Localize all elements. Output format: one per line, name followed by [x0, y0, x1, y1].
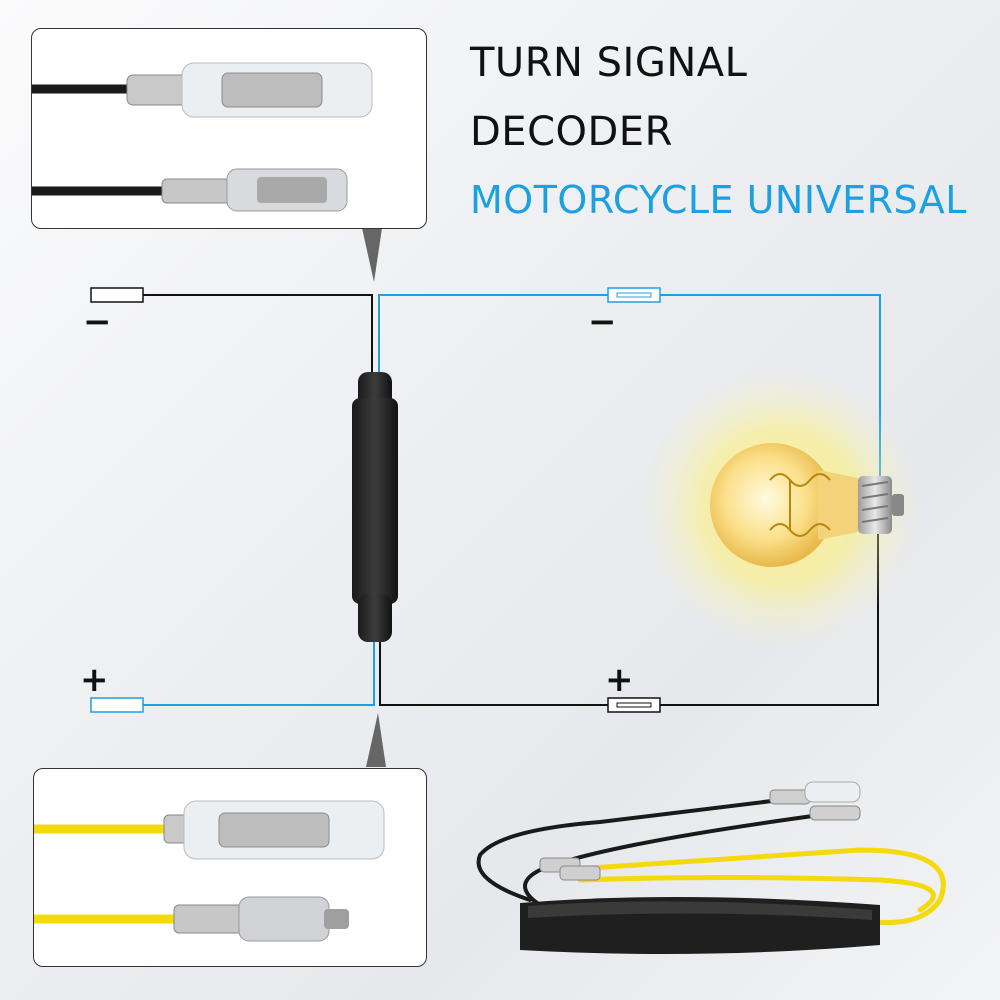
inset-pointer-bottom	[366, 713, 386, 767]
connector-detail-yellow	[33, 768, 427, 967]
bullet-connector-icon	[34, 800, 385, 942]
terminal-top-right	[607, 287, 661, 303]
bullet-connector-icon	[32, 62, 373, 212]
title-line-2: DECODER	[470, 109, 673, 155]
light-bulb-icon	[640, 367, 920, 647]
sign-top-left: −	[83, 302, 112, 342]
terminal-bottom-right	[607, 697, 661, 713]
title-line-3: MOTORCYCLE UNIVERSAL	[470, 178, 967, 222]
sign-bottom-left: +	[80, 660, 109, 700]
terminal-top-left	[90, 287, 144, 303]
terminal-bottom-left	[90, 697, 144, 713]
connector-detail-black	[31, 28, 427, 229]
connector-tips	[539, 781, 861, 881]
resistor-decoder-icon	[352, 372, 398, 642]
sign-top-right: −	[588, 302, 617, 342]
title-line-1: TURN SIGNAL	[470, 40, 748, 86]
inset-pointer-top	[362, 228, 382, 282]
sign-bottom-right: +	[605, 660, 634, 700]
